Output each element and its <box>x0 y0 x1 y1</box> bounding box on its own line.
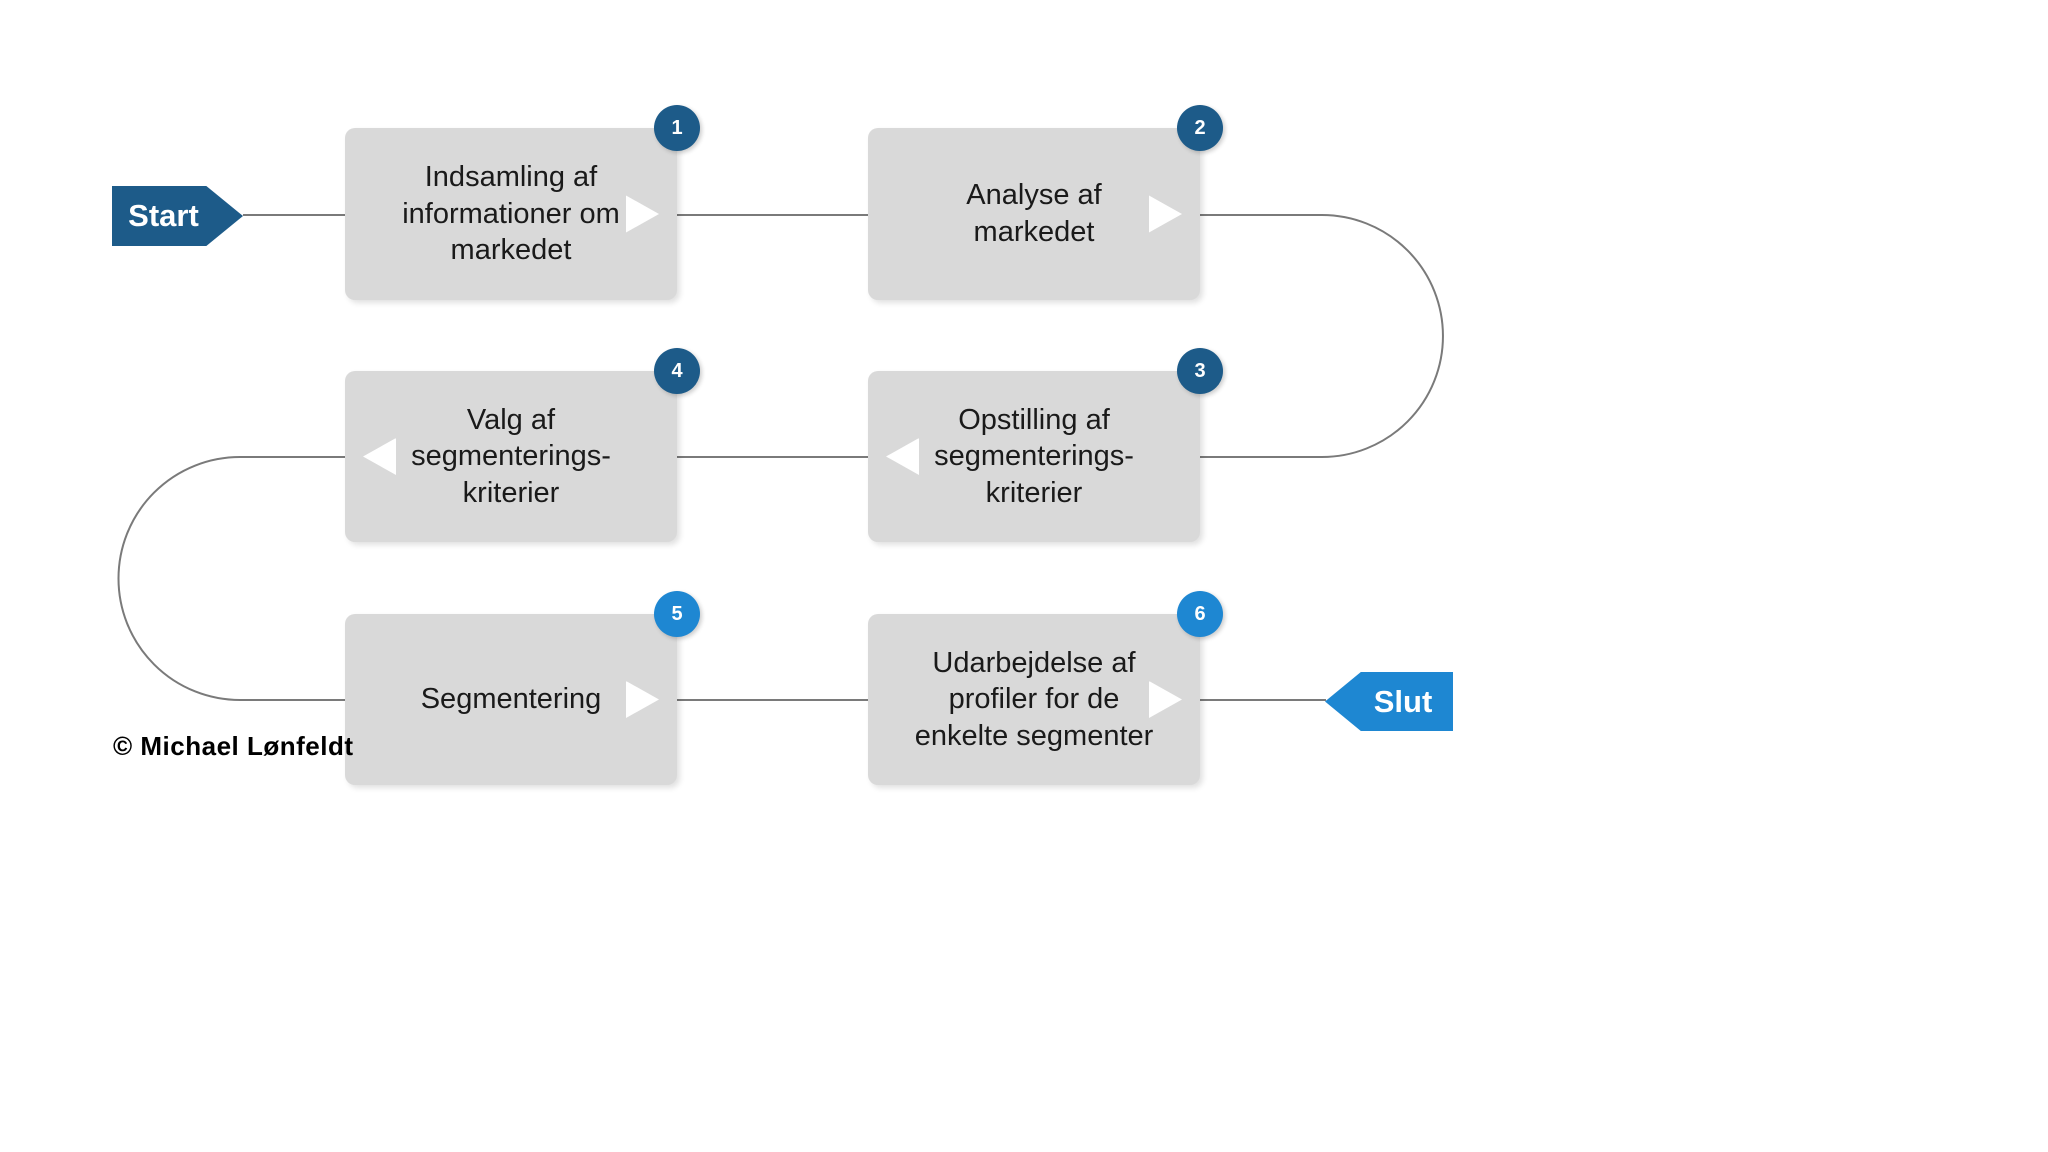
step-2-label: Analyse af markedet <box>966 179 1102 248</box>
step-1-badge: 1 <box>654 105 700 151</box>
flow-arrow-left-icon <box>886 438 919 475</box>
flow-arrow-right-icon <box>1149 195 1182 233</box>
connector-step2-to-step3-curve <box>1200 214 1444 458</box>
step-3-box: 3 Opstilling af segmenterings- kriterier <box>868 348 1223 542</box>
connector-step4-to-step5-curve <box>117 456 345 701</box>
step-5-label: Segmentering <box>420 683 602 716</box>
credit-text: © Michael Lønfeldt <box>113 731 354 761</box>
step-5-badge: 5 <box>654 591 700 637</box>
flow-arrow-right-icon <box>626 195 659 233</box>
flow-arrow-right-icon <box>1149 681 1182 718</box>
end-terminal: Slut <box>1325 672 1453 731</box>
flow-arrow-left-icon <box>363 438 396 475</box>
step-6-label: Udarbejdelse af profiler for de enkelte … <box>914 646 1154 752</box>
step-1-box: 1 Indsamling af informationer om markede… <box>345 105 700 300</box>
step-2-badge: 2 <box>1177 105 1223 151</box>
step-6-badge: 6 <box>1177 591 1223 637</box>
step-4-box: 4 Valg af segmenterings- kriterier <box>345 348 700 542</box>
step-3-badge: 3 <box>1177 348 1223 394</box>
end-label: Slut <box>1373 683 1433 719</box>
flow-arrow-right-icon <box>626 681 659 718</box>
step-3-label: Opstilling af segmenterings- kriterier <box>934 403 1134 509</box>
step-4-badge: 4 <box>654 348 700 394</box>
step-6-box: 6 Udarbejdelse af profiler for de enkelt… <box>868 591 1223 785</box>
step-5-box: 5 Segmentering <box>345 591 700 785</box>
step-2-box: 2 Analyse af markedet <box>868 105 1223 300</box>
start-terminal: Start <box>112 186 243 246</box>
step-1-label: Indsamling af informationer om markedet <box>402 161 620 267</box>
step-4-label: Valg af segmenterings- kriterier <box>411 403 611 509</box>
start-label: Start <box>128 198 199 233</box>
